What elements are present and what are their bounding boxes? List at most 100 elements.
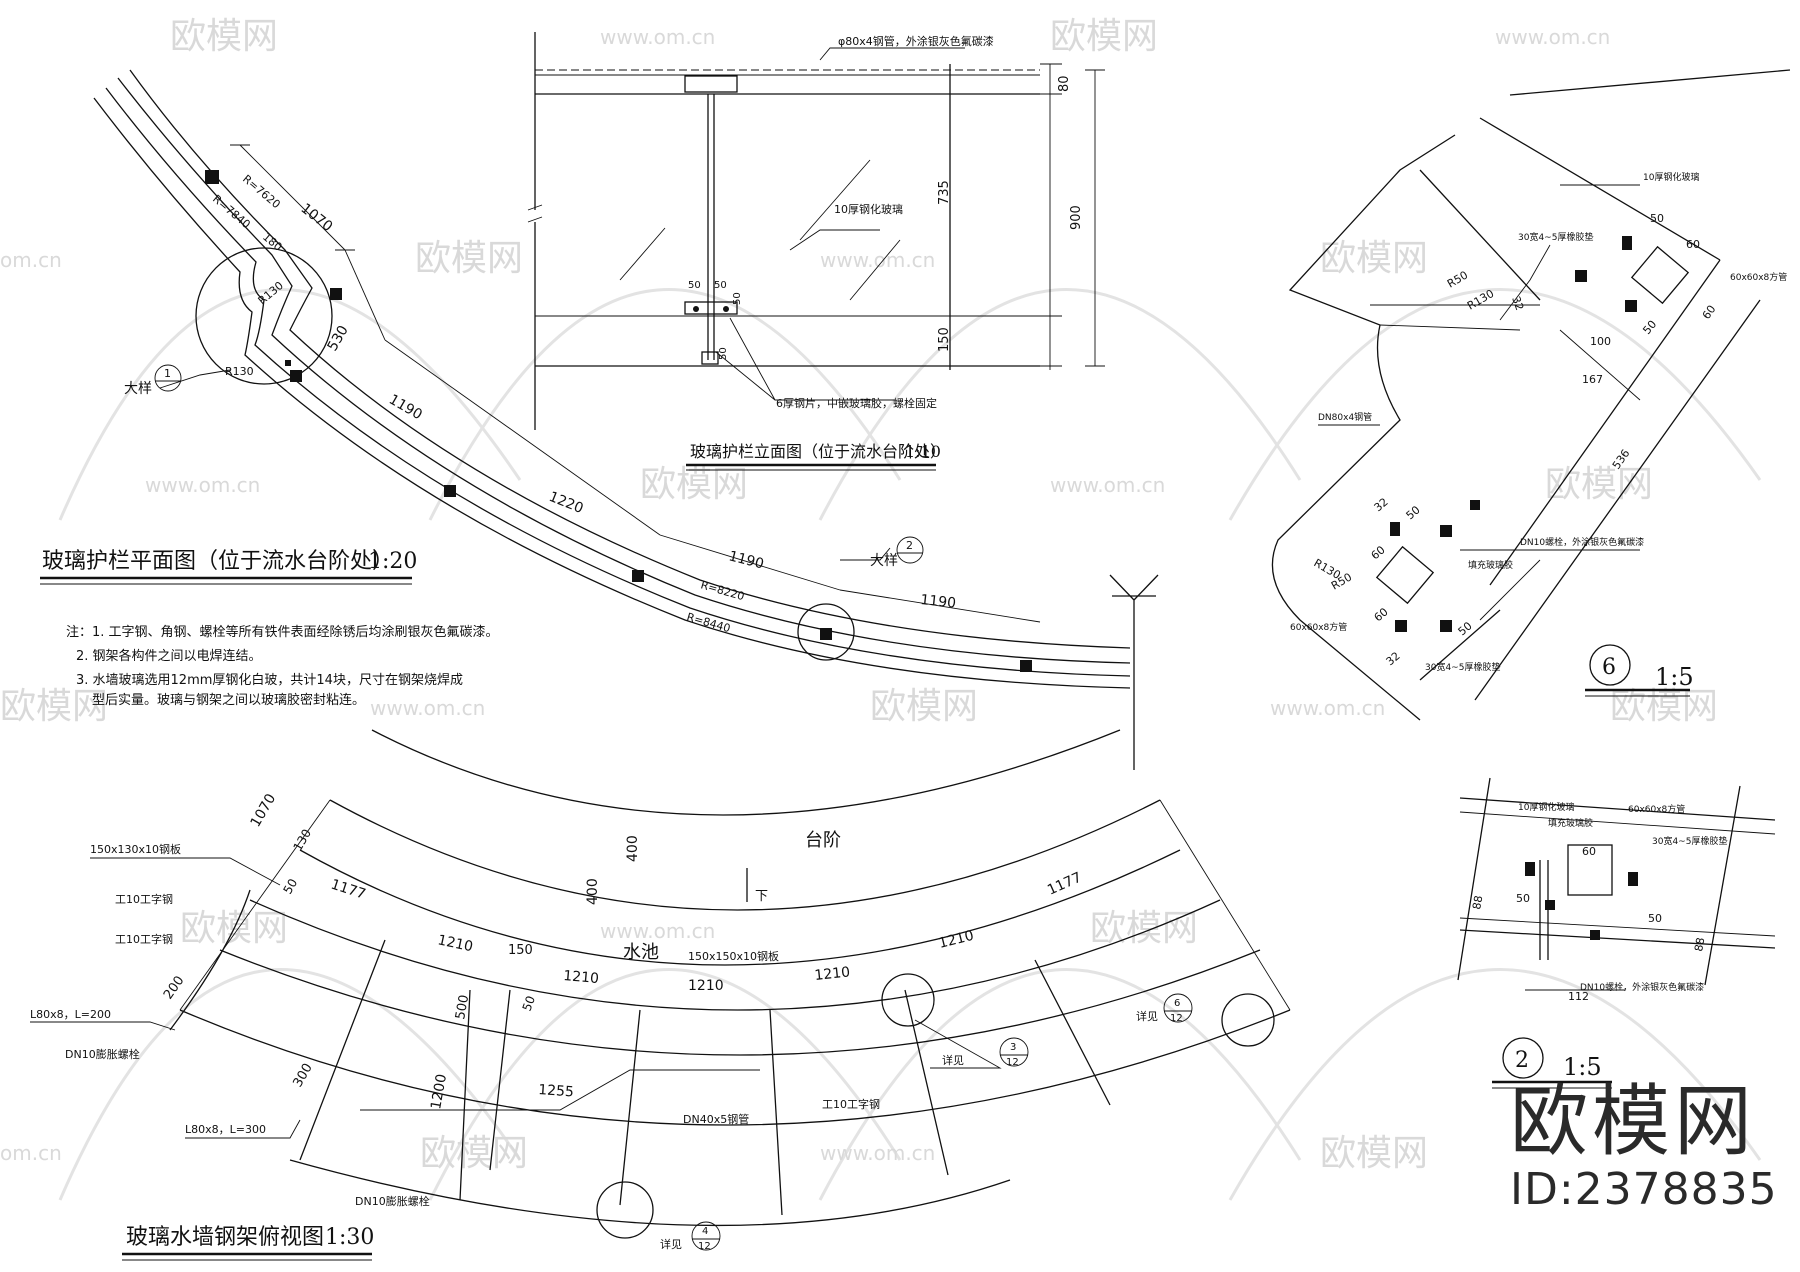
see-detail-number: 6	[1174, 998, 1180, 1009]
detail2-dim: 112	[1568, 990, 1589, 1003]
detail6-dim: R50	[1445, 269, 1470, 291]
detail6-label: 30宽4~5厚橡胶垫	[1518, 231, 1593, 243]
elevation-dim: 900	[1069, 205, 1084, 230]
watermark-layer: 欧模网 欧模网 欧模网 欧模网 欧模网 欧模网 欧模网 欧模网 欧模网 欧模网 …	[0, 16, 1762, 1201]
watermark-url: www.om.cn	[370, 696, 485, 720]
plan-radius: R=8220	[699, 578, 746, 603]
watermark-url: www.om.cn	[1050, 473, 1165, 497]
elevation-dim: 80	[1057, 75, 1072, 92]
area-step-label: 台阶	[805, 830, 841, 851]
plan-radius: R=7620	[240, 172, 283, 211]
brand-watermark: 欧模网 ID:2378835	[1510, 1080, 1800, 1216]
watermark-arcs	[58, 288, 1762, 1201]
watermark-logo: 欧模网	[420, 1133, 528, 1174]
plan-dim: 1190	[386, 392, 425, 424]
watermark-url: www.om.cn	[600, 25, 715, 49]
see-detail-label: 详见	[1136, 1009, 1158, 1023]
watermark-url: www.om.cn	[600, 919, 715, 943]
detail6-label: DN80x4钢管	[1318, 411, 1372, 423]
watermark-url: www.om.cn	[145, 473, 260, 497]
detail-callout-circle-3	[881, 973, 935, 1027]
plan-dim: 1190	[727, 548, 765, 572]
topview-label: 150x130x10钢板	[90, 842, 181, 856]
detail2-number: 2	[1515, 1048, 1529, 1073]
detail2-label: 30宽4~5厚橡胶垫	[1652, 835, 1727, 847]
elevation-small-dim: 50	[732, 292, 743, 305]
elevation-title: 玻璃护栏立面图（位于流水台阶处）	[690, 442, 946, 461]
see-detail-sheet: 12	[698, 1241, 711, 1252]
watermark-logo: 欧模网	[1090, 908, 1198, 949]
elevation-dim: 735	[937, 180, 952, 205]
watermark-logo: 欧模网	[870, 686, 978, 727]
elevation-small-dim: 50	[718, 347, 729, 360]
plan-view-title: 玻璃护栏平面图（位于流水台阶处）	[42, 549, 394, 574]
detail6-dim: 60	[1372, 605, 1391, 624]
note-line: 1. 工字钢、角钢、螺栓等所有铁件表面经除锈后均涂刷银灰色氟碳漆。	[92, 624, 499, 640]
detail2-dim: 88	[1692, 936, 1707, 952]
watermark-logo: 欧模网	[170, 16, 278, 57]
brand-id-text: ID:2378835	[1510, 1164, 1778, 1215]
detail-number: 1	[164, 367, 171, 380]
topview-dim: 300	[290, 1061, 315, 1090]
watermark-url: www.om.cn	[820, 1141, 935, 1165]
detail6-dim: 50	[1650, 212, 1664, 225]
detail6-label: 30宽4~5厚橡胶垫	[1425, 661, 1500, 673]
watermark-url: www.om.cn	[820, 248, 935, 272]
brand-logo-text: 欧模网	[1510, 1077, 1757, 1167]
top-view-scale: 1:30	[325, 1225, 374, 1250]
watermark-logo: 欧模网	[1320, 1133, 1428, 1174]
watermark-logo: 欧模网	[1610, 686, 1718, 727]
note-line: 3. 水墙玻璃选用12mm厚钢化白玻，共计14块，尺寸在钢架烧焊成	[76, 672, 463, 688]
topview-label: 工10工字钢	[115, 892, 173, 906]
bolt-marks	[1390, 236, 1637, 632]
detail6-dim: 32	[1509, 295, 1526, 313]
detail2-number-circle	[1502, 1037, 1544, 1079]
see-detail-label: 详见	[942, 1053, 964, 1067]
detail6-dim: 60	[1369, 543, 1388, 562]
watermark-url: www.om.cn	[1270, 696, 1385, 720]
north-arrow	[1109, 574, 1159, 770]
topview-dim: 1210	[436, 932, 474, 955]
topview-label: 150x150x10钢板	[688, 949, 779, 963]
elevation-top-label: φ80x4钢管，外涂银灰色氟碳漆	[838, 34, 994, 48]
beam-lines	[299, 939, 1111, 1216]
detail-callout-circle-6	[1221, 993, 1275, 1047]
plan-view-scale: 1:20	[368, 549, 417, 574]
see-detail-sheet: 12	[1006, 1057, 1019, 1068]
down-label: 下	[755, 889, 768, 904]
detail6-label: DN10螺栓，外涂银灰色氟碳漆	[1520, 536, 1644, 548]
detail6-dim: 60	[1686, 238, 1700, 251]
topview-label: DN40x5钢管	[683, 1112, 749, 1126]
topview-dim: 1255	[538, 1082, 575, 1100]
watermark-logo: 欧模网	[415, 238, 523, 279]
detail2-dim: 50	[1648, 912, 1662, 925]
plan-view-drawing: 1070 530 1190 1220 1190 1190 R=7620 R=78…	[40, 69, 1131, 708]
topview-dim: 150	[508, 943, 533, 958]
bolt-marks	[1525, 862, 1638, 940]
topview-dim: 400	[585, 878, 601, 905]
detail6-number: 6	[1602, 655, 1616, 680]
topview-dim: 130	[290, 827, 314, 854]
topview-dim: 1210	[563, 968, 600, 987]
detail6-label: 60x60x8方管	[1730, 271, 1787, 283]
see-detail-sheet: 12	[1170, 1013, 1183, 1024]
topview-dim: 50	[280, 876, 300, 896]
detail2-label: DN10螺栓，外涂银灰色氟碳漆	[1580, 981, 1704, 993]
topview-label: 工10工字钢	[822, 1097, 880, 1111]
detail-callout-circle-4	[596, 1181, 654, 1239]
detail-callout-circle-1	[195, 247, 333, 385]
topview-dim: 1210	[814, 964, 851, 984]
detail6-dim: 100	[1590, 335, 1611, 348]
elevation-small-dim: 50	[688, 280, 701, 291]
detail6-dim: 50	[1640, 318, 1659, 337]
detail-6-drawing: 10厚钢化玻璃 30宽4~5厚橡胶垫 60x60x8方管 DN80x4钢管 DN…	[1271, 69, 1791, 721]
note-line: 型后实量。玻璃与钢架之间以玻璃胶密封粘连。	[92, 692, 365, 708]
plan-radius: R130	[225, 365, 254, 378]
watermark-url-short: om.cn	[0, 248, 62, 272]
detail6-dim: 32	[1372, 495, 1391, 514]
detail6-dim: 167	[1582, 373, 1603, 386]
detail2-label: 10厚钢化玻璃	[1518, 801, 1574, 813]
watermark-logo: 欧模网	[1545, 464, 1653, 505]
detail2-scale: 1:5	[1563, 1053, 1602, 1081]
topview-dim: 1210	[688, 978, 724, 994]
